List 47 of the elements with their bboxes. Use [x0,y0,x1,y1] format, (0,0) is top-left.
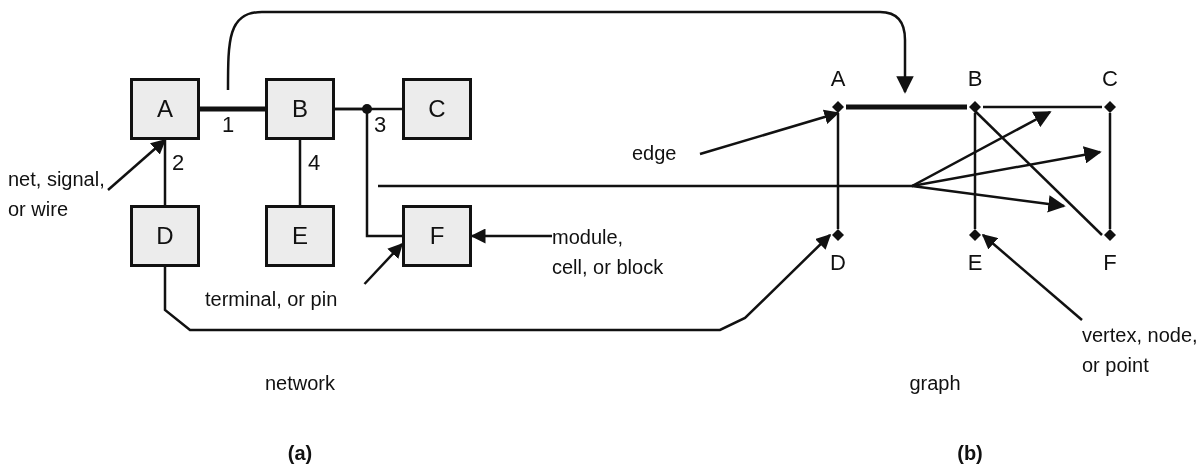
module-label: A [157,94,173,124]
module-box [265,78,335,140]
wire-line [846,104,967,110]
caption-text: network [265,371,335,396]
module-box [265,205,335,267]
module-label: D [156,221,174,251]
edge-label: 2 [172,150,185,176]
wire-line [1108,113,1112,229]
wire-line [200,106,265,112]
wire-line [298,140,302,205]
vertex-label: D [830,250,846,276]
vertex-label: A [830,66,846,92]
wire-line [974,110,1103,236]
wire-line [163,140,167,205]
caption-text: graph [909,371,961,396]
wire-line [983,105,1102,109]
vertex-label: C [1102,66,1118,92]
arrow [470,228,552,244]
panel-label: (a) [287,441,313,466]
annotation-text: terminal, or pin [205,287,339,312]
arrow [163,233,832,332]
annotation-text: module, cell, or block [552,225,664,280]
module-label: B [292,94,308,124]
module-box [402,205,472,267]
arrow [981,234,1083,321]
module-label: E [292,221,308,251]
wire-line [836,113,840,229]
panel-label: (b) [957,441,983,466]
wire-line [335,107,402,238]
vertex-label: F [1103,250,1117,276]
module-box [402,78,472,140]
arrow [699,109,840,156]
vertex-label: E [967,250,983,276]
module-label: C [428,94,446,124]
edge-label: 4 [308,150,321,176]
module-box [130,205,200,267]
annotation-text: net, signal, or wire [8,167,106,222]
annotation-text: vertex, node, or point [1082,323,1199,378]
module-box [130,78,200,140]
vertex-label: B [967,66,983,92]
edge-label: 1 [222,112,235,138]
annotation-text: edge [632,141,678,166]
module-label: F [429,221,445,251]
wire-line [973,113,977,229]
arrow [363,242,404,285]
arrow [107,139,167,191]
edge-label: 3 [374,112,387,138]
